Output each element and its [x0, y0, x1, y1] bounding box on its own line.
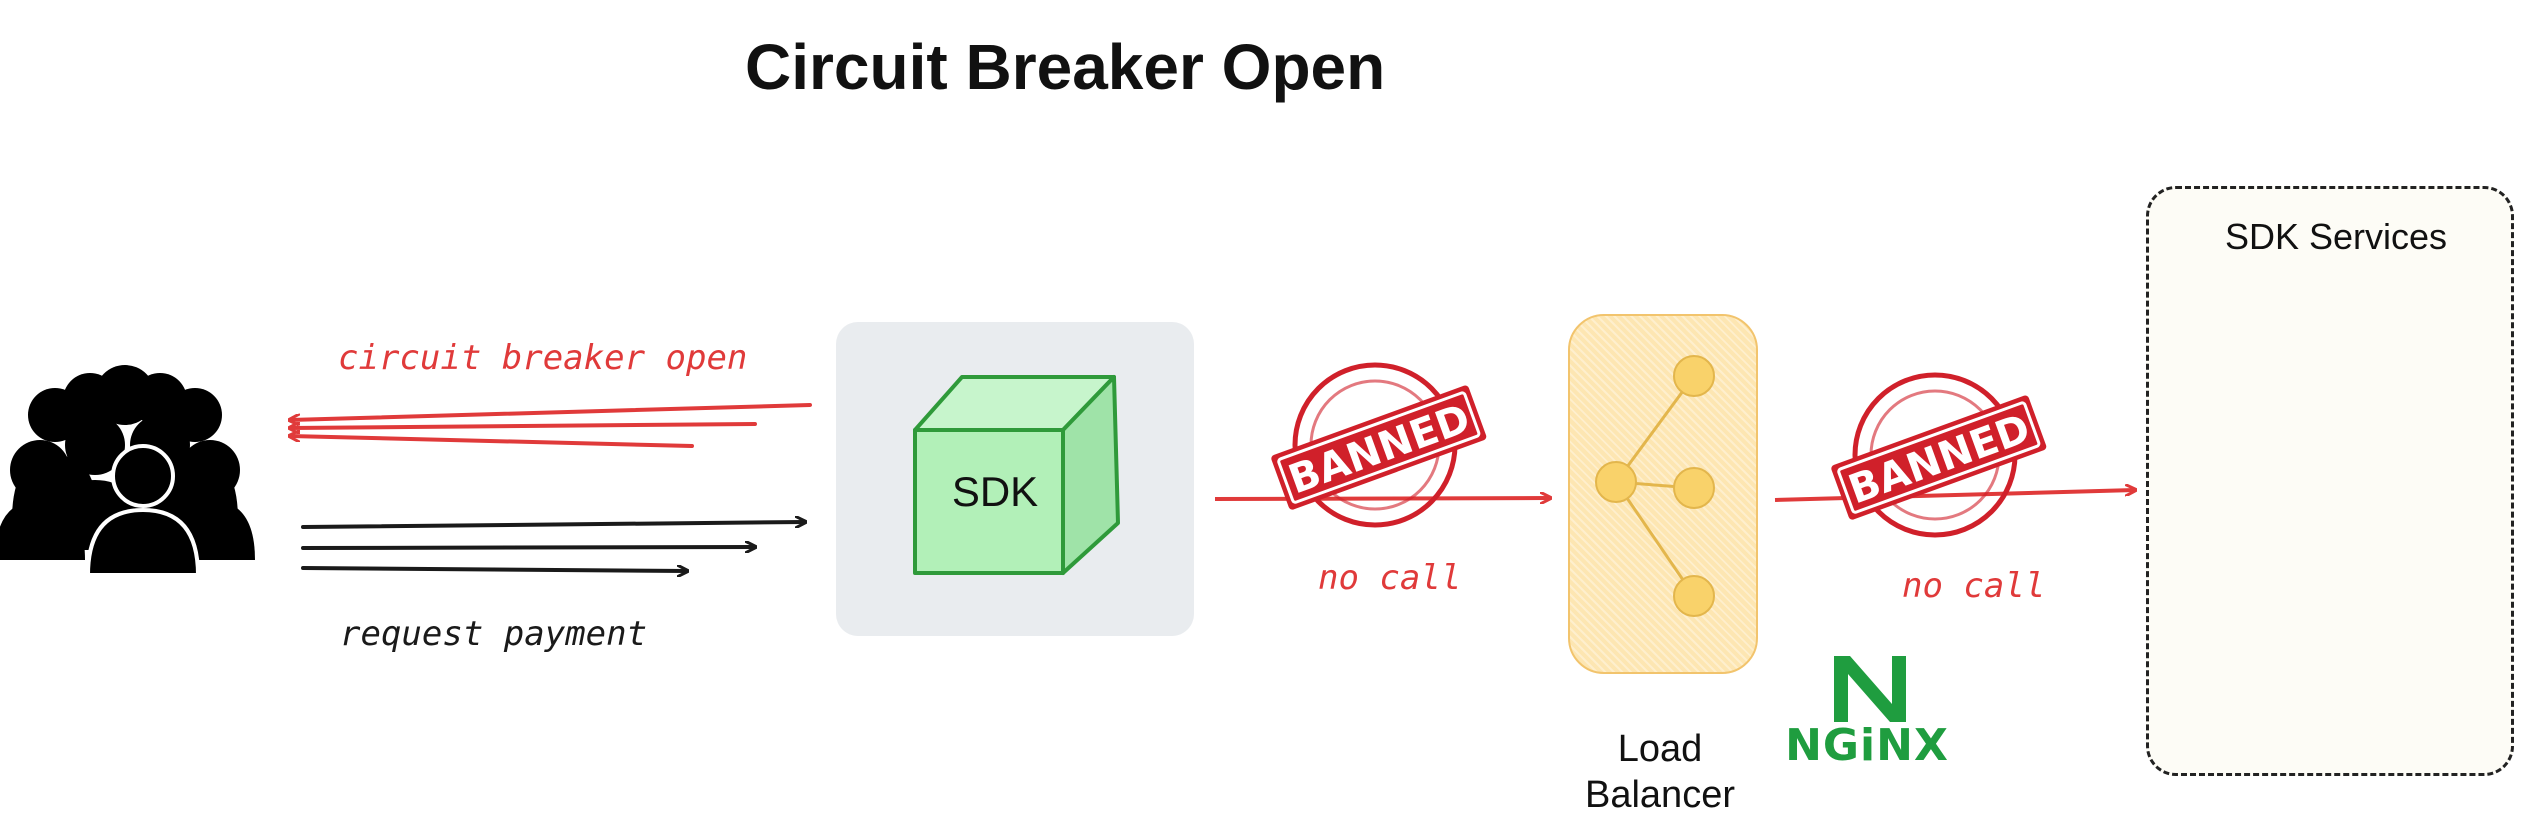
- banned-stamp-icon: BANNED: [1271, 362, 1487, 528]
- users-group-icon: [0, 365, 255, 577]
- lb-to-services-arrow: [1774, 490, 2135, 502]
- circuit-breaker-open-label: circuit breaker open: [338, 338, 748, 378]
- load-balancer-label-line1: Load: [1617, 728, 1703, 770]
- nginx-logo-icon: [1834, 656, 1906, 722]
- cube-icon: [913, 375, 1120, 575]
- sdk-services-box: [2146, 186, 2514, 776]
- sdk-to-lb-arrow: [1214, 498, 1550, 499]
- nginx-wordmark: NGiNX: [1785, 720, 1949, 771]
- sdk-services-label: SDK Services: [2224, 216, 2448, 257]
- network-nodes-icon: [1595, 355, 1715, 617]
- load-balancer-label-line2: Balancer: [1585, 774, 1735, 816]
- request-arrows: [301, 522, 805, 571]
- diagram-title: Circuit Breaker Open: [745, 31, 1386, 103]
- no-call-label-1: no call: [1318, 558, 1462, 598]
- load-balancer-label: Load Balancer: [1540, 726, 1780, 818]
- no-call-label-2: no call: [1902, 566, 2046, 606]
- response-arrows: [290, 403, 812, 448]
- sdk-label: SDK: [951, 468, 1039, 515]
- request-payment-label: request payment: [340, 614, 648, 654]
- banned-stamp-icon: BANNED: [1831, 372, 2047, 538]
